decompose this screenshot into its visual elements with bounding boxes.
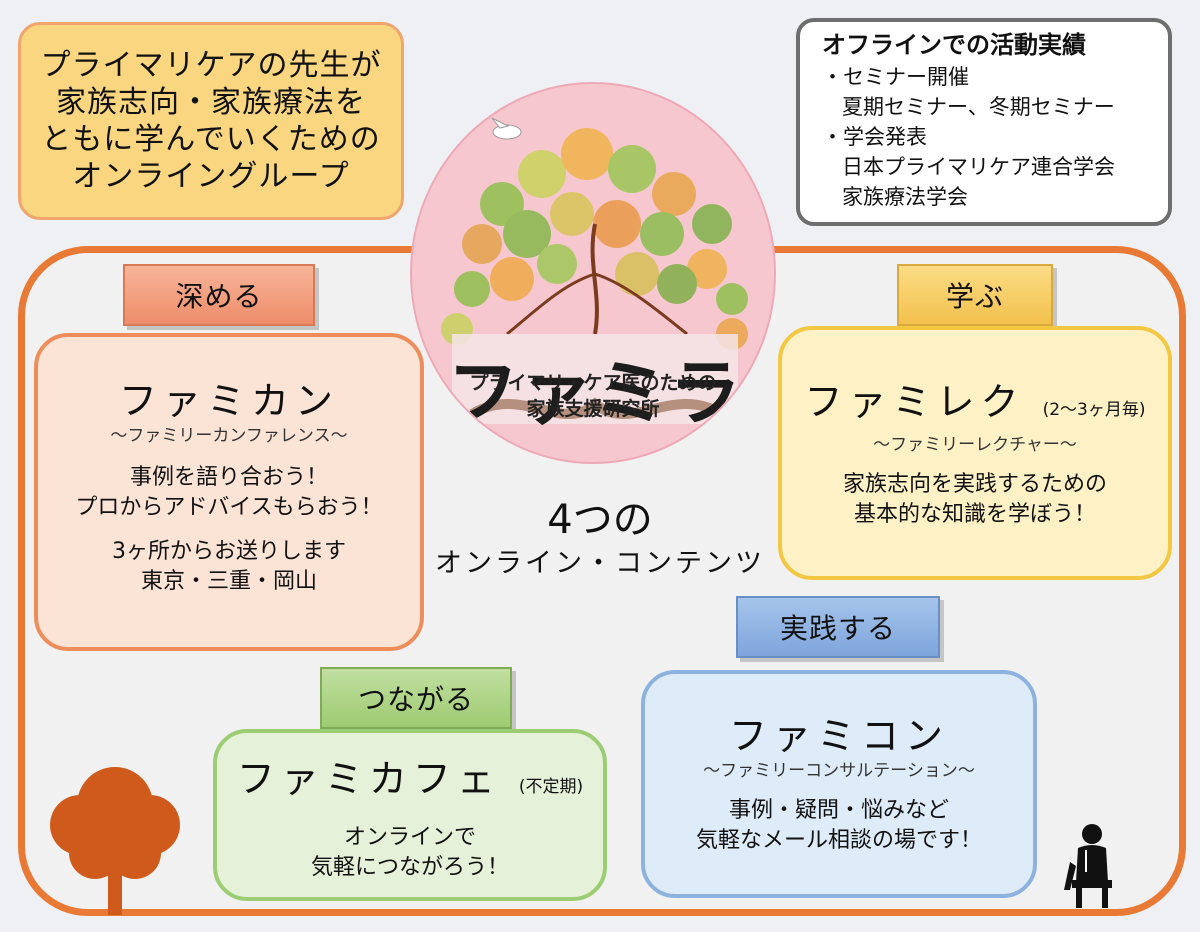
logo-subtitle-line: プライマリ・ケア医のための xyxy=(469,372,717,394)
logo-tree-art xyxy=(441,117,748,424)
offline-item: 夏期セミナー、冬期セミナー xyxy=(842,95,1115,119)
doctor-icon xyxy=(1064,824,1112,908)
card-desc: オンラインで xyxy=(343,825,476,850)
card-tagline: 〜ファミリーレクチャー〜 xyxy=(873,435,1077,455)
card-tagline: 〜ファミリーカンファレンス〜 xyxy=(110,426,348,446)
card-title-row: ファミカフェ (不定期) xyxy=(217,757,603,809)
card-title-row: ファミレク (2〜3ヶ月毎) xyxy=(782,380,1168,432)
intro-box: プライマリケアの先生が 家族志向・家族療法を ともに学んでいくための オンライン… xyxy=(18,22,404,220)
logo-title: ファミラボ xyxy=(446,351,743,462)
card-famikon: ファミコン 〜ファミリーコンサルテーション〜 事例・疑問・悩みなど 気軽なメール… xyxy=(641,670,1037,898)
card-title: ファミカン xyxy=(118,379,339,423)
card-desc: 事例を語り合おう！ xyxy=(129,465,328,490)
tab-jissen: 実践する xyxy=(736,596,940,658)
card-desc: 気軽につながろう！ xyxy=(310,855,509,880)
card-desc: 家族志向を実践するための xyxy=(842,472,1107,497)
tab-manabu: 学ぶ xyxy=(897,264,1053,326)
offline-title: オフラインでの活動実績 xyxy=(822,31,1086,59)
card-famikan: ファミカン 〜ファミリーカンファレンス〜 事例を語り合おう！ プロからアドバイス… xyxy=(34,333,424,651)
card-title: ファミレク xyxy=(804,380,1025,424)
center-line-1: 4つの xyxy=(547,497,653,543)
tree-icon xyxy=(50,767,180,915)
card-tagline: 〜ファミリーコンサルテーション〜 xyxy=(703,761,975,781)
card-desc: プロからアドバイスもらおう！ xyxy=(75,495,383,520)
offline-activities-box: オフラインでの活動実績 ・セミナー開催 夏期セミナー、冬期セミナー ・学会発表 … xyxy=(796,18,1172,226)
card-famirek: ファミレク (2〜3ヶ月毎) 〜ファミリーレクチャー〜 家族志向を実践するための… xyxy=(778,326,1172,580)
intro-line: 家族志向・家族療法を xyxy=(56,85,366,120)
card-desc: 基本的な知識を学ぼう！ xyxy=(853,502,1096,527)
tab-fukameru: 深める xyxy=(123,264,315,326)
center-line-2: オンライン・コンテンツ xyxy=(435,548,765,579)
card-frequency: (2〜3ヶ月毎) xyxy=(1042,400,1146,420)
familab-logo: ファミラボ xyxy=(410,82,776,464)
intro-line: ともに学んでいくための xyxy=(41,122,381,157)
card-frequency: (不定期) xyxy=(518,777,584,797)
card-desc: 気軽なメール相談の場です！ xyxy=(695,828,982,853)
card-desc: 3ヶ所からお送りします xyxy=(112,539,346,564)
card-title: ファミコン xyxy=(728,714,949,758)
logo-subtitle: プライマリ・ケア医のための 家族支援研究所 xyxy=(410,370,776,422)
offline-item: ・学会発表 xyxy=(822,125,927,149)
intro-line: オンライングループ xyxy=(72,159,350,194)
logo-subtitle-line: 家族支援研究所 xyxy=(526,398,660,420)
tab-tsunagaru: つながる xyxy=(320,667,512,729)
card-desc: 事例・疑問・悩みなど xyxy=(728,798,949,823)
center-caption: 4つの オンライン・コンテンツ xyxy=(420,496,780,584)
offline-item: ・セミナー開催 xyxy=(822,65,969,89)
bird-icon xyxy=(491,117,522,140)
card-title: ファミカフェ xyxy=(236,757,501,801)
offline-item: 日本プライマリケア連合学会 xyxy=(842,155,1115,179)
offline-item: 家族療法学会 xyxy=(842,185,968,209)
card-desc: 東京・三重・岡山 xyxy=(140,569,317,594)
intro-line: プライマリケアの先生が xyxy=(40,48,382,83)
card-famicafe: ファミカフェ (不定期) オンラインで 気軽につながろう！ xyxy=(213,729,607,901)
